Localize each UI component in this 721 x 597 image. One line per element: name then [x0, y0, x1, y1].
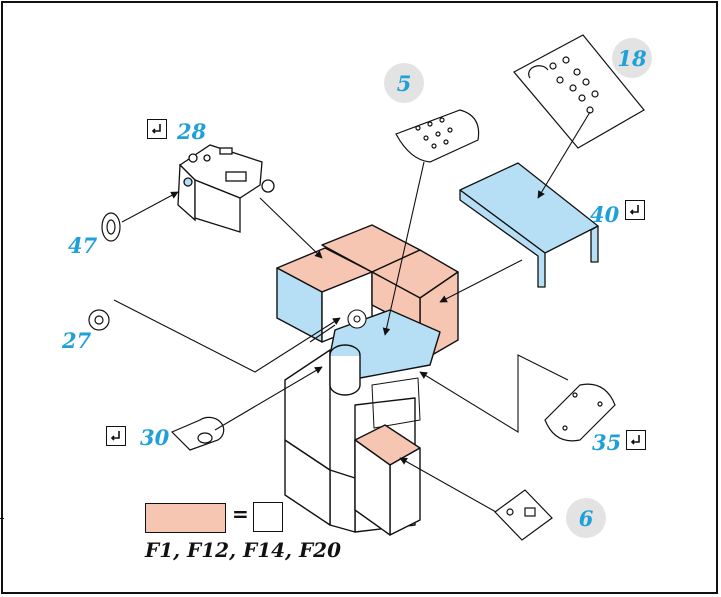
callout-35: 35	[592, 430, 622, 455]
part-35-plate	[544, 383, 616, 442]
callout-18: 18	[617, 45, 647, 71]
callout-18-badge: 18	[612, 38, 652, 78]
part-40-cover	[459, 162, 599, 288]
leader-lines	[113, 111, 591, 513]
callout-6-badge: 6	[566, 498, 606, 538]
legend-paint-icon-box	[253, 502, 283, 532]
part-47-washer	[101, 212, 121, 242]
upper-blocks	[276, 224, 459, 396]
part-27-gear	[88, 309, 110, 331]
flip-over-icon	[626, 430, 646, 450]
part-30-lever	[170, 416, 225, 451]
part-5-plate	[395, 109, 480, 163]
part-28-bracket	[177, 144, 275, 233]
flip-over-icon	[106, 426, 126, 446]
margin-tick	[0, 518, 4, 519]
part-27-gear-installed	[347, 309, 367, 329]
callout-5-badge: 5	[384, 63, 424, 103]
callout-5: 5	[396, 70, 412, 96]
callout-28: 28	[177, 119, 207, 144]
part-18-panel	[513, 34, 645, 149]
callout-47: 47	[68, 233, 98, 258]
flip-over-icon	[625, 200, 645, 220]
legend-color-swatch	[145, 503, 226, 533]
part-6-plate	[494, 489, 553, 541]
legend-equals: =	[232, 502, 249, 526]
callout-27: 27	[62, 328, 92, 353]
main-housing	[284, 349, 421, 536]
legend-parts-text: F1, F12, F14, F20	[145, 538, 341, 562]
callout-30: 30	[140, 425, 170, 450]
callout-40: 40	[590, 202, 620, 227]
flip-over-icon	[147, 119, 167, 139]
callout-6: 6	[578, 505, 594, 531]
